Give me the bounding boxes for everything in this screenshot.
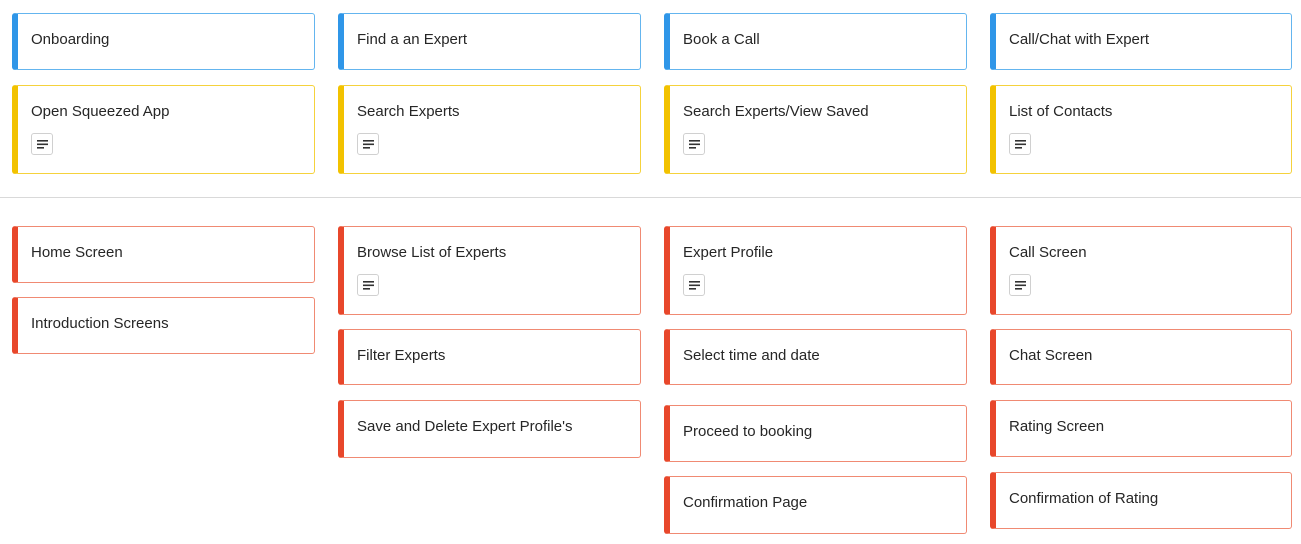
activity-card-search-experts[interactable]: Search Experts <box>338 85 641 174</box>
notes-icon[interactable] <box>683 133 705 155</box>
story-card-confirmation-rating[interactable]: Confirmation of Rating <box>990 472 1292 529</box>
notes-icon[interactable] <box>683 274 705 296</box>
epic-title: Book a Call <box>683 31 760 48</box>
story-card-select-time-date[interactable]: Select time and date <box>664 329 967 385</box>
story-title: Browse List of Experts <box>357 244 507 261</box>
activity-title: Open Squeezed App <box>31 103 170 120</box>
notes-icon[interactable] <box>1009 133 1031 155</box>
activity-title: Search Experts/View Saved <box>683 103 869 120</box>
story-card-proceed-booking[interactable]: Proceed to booking <box>664 405 967 462</box>
story-card-rating-screen[interactable]: Rating Screen <box>990 400 1292 457</box>
epic-card-find-expert[interactable]: Find a an Expert <box>338 13 641 70</box>
notes-icon[interactable] <box>31 133 53 155</box>
epic-title: Find a an Expert <box>357 31 468 48</box>
release-divider <box>0 197 1301 198</box>
epic-title: Call/Chat with Expert <box>1009 31 1150 48</box>
story-card-browse-experts[interactable]: Browse List of Experts <box>338 226 641 315</box>
epic-title: Onboarding <box>31 31 110 48</box>
epic-card-onboarding[interactable]: Onboarding <box>12 13 315 70</box>
notes-icon[interactable] <box>1009 274 1031 296</box>
story-card-confirmation-page[interactable]: Confirmation Page <box>664 476 967 534</box>
activity-title: Search Experts <box>357 103 460 120</box>
story-title: Save and Delete Expert Profile's <box>357 418 573 435</box>
story-title: Rating Screen <box>1009 418 1105 435</box>
story-title: Expert Profile <box>683 244 774 261</box>
story-title: Confirmation of Rating <box>1009 490 1159 507</box>
activity-title: List of Contacts <box>1009 103 1113 120</box>
story-card-call-screen[interactable]: Call Screen <box>990 226 1292 315</box>
story-card-chat-screen[interactable]: Chat Screen <box>990 329 1292 385</box>
story-title: Select time and date <box>683 347 820 364</box>
story-title: Home Screen <box>31 244 123 261</box>
story-card-introduction-screens[interactable]: Introduction Screens <box>12 297 315 354</box>
story-card-home-screen[interactable]: Home Screen <box>12 226 315 283</box>
story-title: Confirmation Page <box>683 494 808 511</box>
story-title: Filter Experts <box>357 347 446 364</box>
notes-icon[interactable] <box>357 274 379 296</box>
story-card-expert-profile[interactable]: Expert Profile <box>664 226 967 315</box>
story-card-filter-experts[interactable]: Filter Experts <box>338 329 641 385</box>
story-title: Introduction Screens <box>31 315 169 332</box>
activity-card-list-contacts[interactable]: List of Contacts <box>990 85 1292 174</box>
story-title: Call Screen <box>1009 244 1087 261</box>
epic-card-call-chat[interactable]: Call/Chat with Expert <box>990 13 1292 70</box>
story-title: Chat Screen <box>1009 347 1093 364</box>
story-title: Proceed to booking <box>683 423 813 440</box>
activity-card-search-view-saved[interactable]: Search Experts/View Saved <box>664 85 967 174</box>
epic-card-book-call[interactable]: Book a Call <box>664 13 967 70</box>
activity-card-open-app[interactable]: Open Squeezed App <box>12 85 315 174</box>
notes-icon[interactable] <box>357 133 379 155</box>
story-card-save-delete-profiles[interactable]: Save and Delete Expert Profile's <box>338 400 641 458</box>
